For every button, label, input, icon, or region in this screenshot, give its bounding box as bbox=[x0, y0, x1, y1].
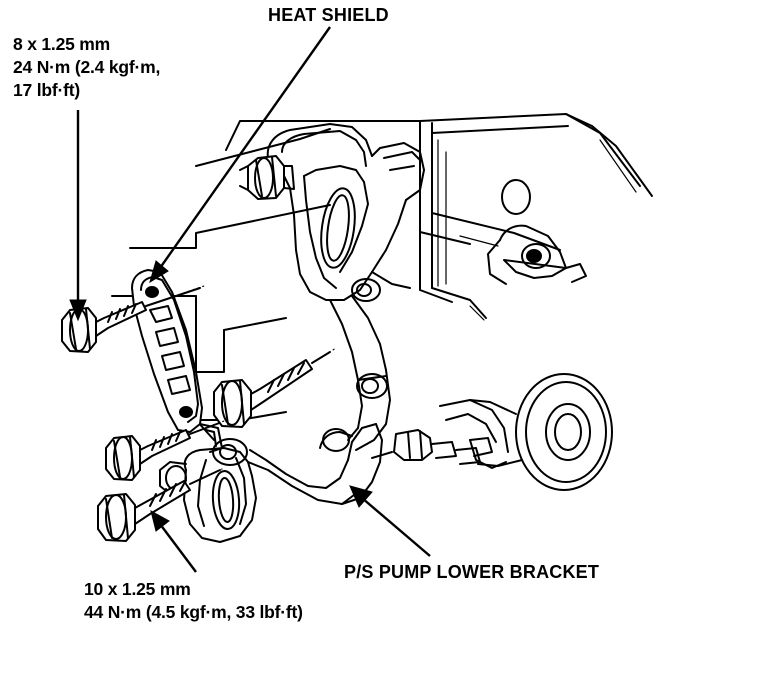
bolt-heat-shield-lower bbox=[105, 421, 223, 481]
leader-torque-10mm bbox=[150, 510, 197, 573]
bolt-bracket-lower bbox=[97, 469, 221, 542]
bolt-bracket-long bbox=[213, 351, 331, 428]
heat-shield-plate bbox=[131, 269, 223, 453]
upper-mount-bracket bbox=[266, 123, 425, 301]
leader-ps-pump-lower-bracket bbox=[349, 485, 431, 557]
leader-torque-8mm bbox=[69, 110, 87, 322]
label-heat-shield: HEAT SHIELD bbox=[268, 5, 389, 25]
bracket-mid-boss bbox=[351, 278, 381, 302]
bolt-upper-bracket-hex bbox=[239, 155, 295, 200]
hose-fittings bbox=[371, 399, 509, 469]
leader-heat-shield bbox=[149, 26, 331, 284]
bracket-connecting-arm bbox=[329, 295, 391, 451]
upper-right-bracket-ear bbox=[487, 224, 587, 285]
bolt-heat-shield-upper bbox=[61, 287, 201, 353]
label-torque-10mm: 10 x 1.25 mm 44 N·m (4.5 kgf·m, 33 lbf·f… bbox=[84, 579, 303, 622]
callout-leaders bbox=[69, 26, 431, 573]
engine-block-outline bbox=[195, 113, 653, 319]
label-ps-pump-lower-bracket: P/S PUMP LOWER BRACKET bbox=[344, 562, 600, 582]
label-torque-8mm: 8 x 1.25 mm 24 N·m (2.4 kgf·m, 17 lbf·ft… bbox=[13, 34, 161, 100]
